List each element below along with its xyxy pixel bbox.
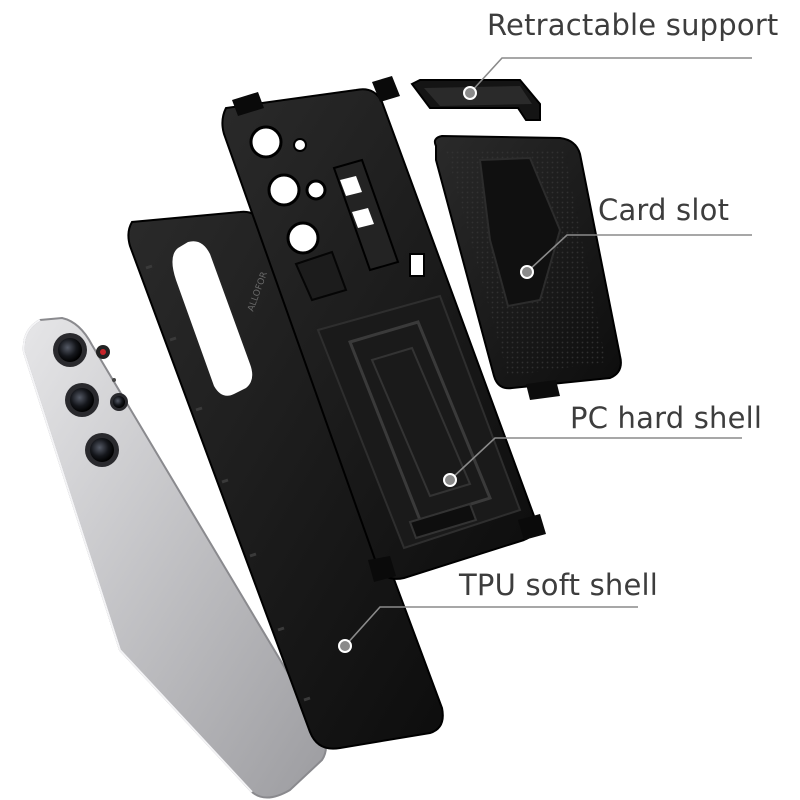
callout-line-support <box>469 57 752 94</box>
callout-line-tpu <box>344 606 638 647</box>
callout-dot-support <box>463 86 477 100</box>
phone-camera-lens-icon <box>53 333 128 467</box>
callout-pc-hard-shell: PC hard shell <box>570 401 763 435</box>
callout-tpu-soft-shell: TPU soft shell <box>459 568 659 602</box>
callout-dot-card <box>520 265 534 279</box>
phone <box>22 316 327 799</box>
pc-hard-shell <box>221 76 546 582</box>
callout-line-pc <box>449 437 742 481</box>
camera-cutout-icon <box>249 125 327 255</box>
callout-card-slot: Card slot <box>598 193 730 227</box>
callout-retractable-support: Retractable support <box>487 8 779 42</box>
card-slot-part <box>433 134 622 400</box>
callout-line-card <box>526 234 752 273</box>
callout-dot-tpu <box>338 639 352 653</box>
retractable-support-part <box>410 79 541 121</box>
callout-dot-pc <box>443 473 457 487</box>
